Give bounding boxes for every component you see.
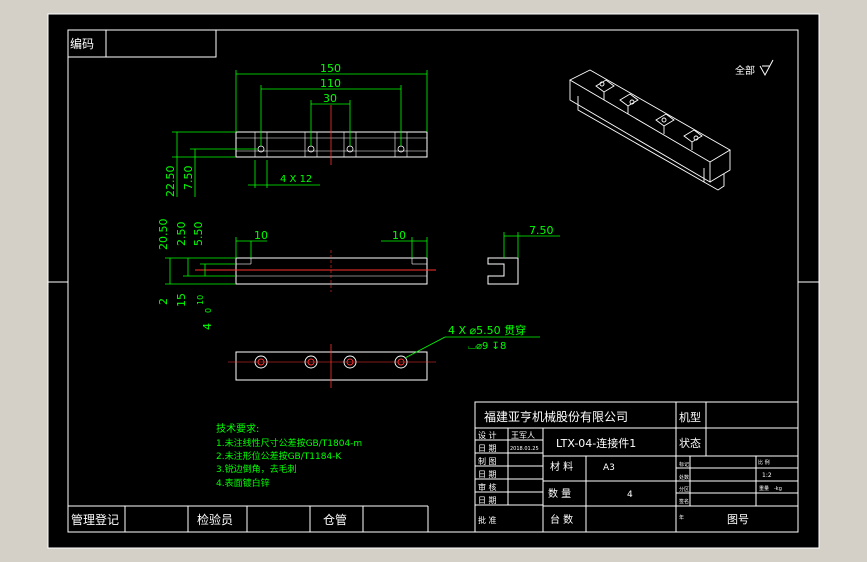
design-date: 2018.01.25 bbox=[510, 446, 539, 452]
tech-title: 技术要求: bbox=[216, 422, 259, 435]
dim-20-50: 20.50 bbox=[157, 219, 170, 251]
warehouse-label: 仓管 bbox=[323, 512, 347, 527]
material-value: A3 bbox=[603, 463, 615, 473]
dim-7-50-left: 7.50 bbox=[182, 166, 195, 191]
tech-requirements: 技术要求: 1.未注线性尺寸公差按GB/T1804-m 2.未注形位公差按GB/… bbox=[216, 422, 362, 489]
material-label: 材 料 bbox=[550, 460, 573, 473]
top-view-outline bbox=[235, 131, 428, 158]
ratio-value: 1:2 bbox=[762, 472, 772, 479]
dim-150: 150 bbox=[320, 62, 341, 75]
dim-30: 30 bbox=[323, 92, 337, 105]
roughness-symbol-icon bbox=[759, 59, 774, 77]
small-label-4: 年 bbox=[679, 514, 684, 521]
small-label-2: 分区 bbox=[679, 486, 689, 493]
unit-count-label: 台 数 bbox=[550, 513, 573, 526]
part-name: LTX-04-连接件1 bbox=[556, 437, 636, 450]
ratio-label: 比 例 bbox=[758, 459, 770, 466]
title-block bbox=[474, 401, 799, 533]
quantity-value: 4 bbox=[627, 490, 633, 500]
dim-10-right: 10 bbox=[392, 229, 406, 242]
dim-4: 4 bbox=[201, 323, 214, 330]
dim-2: 2 bbox=[157, 298, 170, 305]
design-label: 设 计 bbox=[478, 430, 497, 440]
small-label-0: 标记 bbox=[679, 461, 689, 468]
front-view: 10 10 20.50 2.50 5.50 2 15 10 0 4 bbox=[157, 219, 436, 330]
title-block-text: 福建亚亨机械股份有限公司 机型 状态 设 计 王军人 日 期 2018.01.2… bbox=[478, 409, 782, 526]
draw-label: 制 图 bbox=[478, 456, 497, 466]
model-label: 机型 bbox=[679, 410, 701, 424]
company-name: 福建亚亨机械股份有限公司 bbox=[484, 409, 628, 424]
cb-outer-1 bbox=[254, 355, 268, 369]
dim-15: 15 bbox=[175, 293, 188, 307]
dim-0: 0 bbox=[204, 308, 213, 313]
status-label: 状态 bbox=[679, 436, 701, 450]
roughness-note: 全部 bbox=[735, 59, 774, 77]
approve-label: 批 准 bbox=[478, 515, 497, 525]
isometric-view bbox=[569, 69, 731, 191]
tech-item-2: 2.未注形位公差按GB/T1184-K bbox=[216, 450, 342, 462]
cb-outer-3 bbox=[343, 355, 357, 369]
tech-item-4: 4.表面镀白锌 bbox=[216, 477, 270, 489]
hole-note: 4 X ⌀5.50 贯穿 bbox=[448, 323, 526, 337]
roughness-label: 全部 bbox=[735, 64, 755, 77]
small-label-3: 签名 bbox=[679, 498, 689, 505]
drawing-no-label: 图号 bbox=[727, 513, 749, 526]
dim-7-50-side: 7.50 bbox=[529, 224, 554, 237]
dim-110: 110 bbox=[320, 77, 341, 90]
dim-10-left: 10 bbox=[254, 229, 268, 242]
tech-item-3: 3.锐边倒角，去毛刺 bbox=[216, 463, 297, 475]
dim-5-50: 5.50 bbox=[192, 222, 205, 247]
code-label: 编码 bbox=[70, 36, 94, 51]
front-view-outline bbox=[235, 257, 428, 285]
bottom-view-outline bbox=[235, 351, 428, 381]
manage-label: 管理登记 bbox=[71, 512, 119, 527]
counterbore-note: ⌴⌀9 ↧8 bbox=[468, 341, 506, 352]
dim-2-50: 2.50 bbox=[175, 222, 188, 247]
date-label: 日 期 bbox=[478, 444, 497, 453]
cb-outer-4 bbox=[394, 355, 408, 369]
date3-label: 日 期 bbox=[478, 496, 497, 505]
inner-frame bbox=[67, 29, 799, 533]
bottom-view: 4 X ⌀5.50 贯穿 ⌴⌀9 ↧8 bbox=[228, 323, 540, 388]
quantity-label: 数 量 bbox=[548, 487, 571, 500]
date2-label: 日 期 bbox=[478, 470, 497, 479]
inspector-label: 检验员 bbox=[197, 512, 233, 527]
side-view-outline bbox=[487, 257, 519, 285]
dim-22-50: 22.50 bbox=[164, 166, 177, 198]
management-row: 管理登记 检验员 仓管 bbox=[68, 505, 429, 532]
dim-4x12: 4 X 12 bbox=[280, 174, 312, 185]
cb-inner-2 bbox=[307, 358, 315, 366]
tech-item-1: 1.未注线性尺寸公差按GB/T1804-m bbox=[216, 437, 362, 449]
weight-label: 重量 bbox=[759, 485, 769, 492]
weight-value: -kg bbox=[774, 486, 782, 492]
designer-name: 王军人 bbox=[511, 431, 535, 440]
top-view: 150 110 30 4 X 12 22.50 7.50 bbox=[164, 62, 428, 198]
cb-inner-3 bbox=[346, 358, 354, 366]
small-label-1: 处数 bbox=[679, 474, 689, 481]
dim-10-vert: 10 bbox=[196, 295, 205, 305]
outer-frame bbox=[47, 13, 820, 549]
cb-inner-4 bbox=[397, 358, 405, 366]
cb-outer-2 bbox=[304, 355, 318, 369]
side-view: 7.50 bbox=[487, 224, 560, 285]
cb-inner-1 bbox=[257, 358, 265, 366]
check-label: 审 核 bbox=[478, 482, 497, 492]
code-box: 编码 bbox=[67, 29, 217, 58]
